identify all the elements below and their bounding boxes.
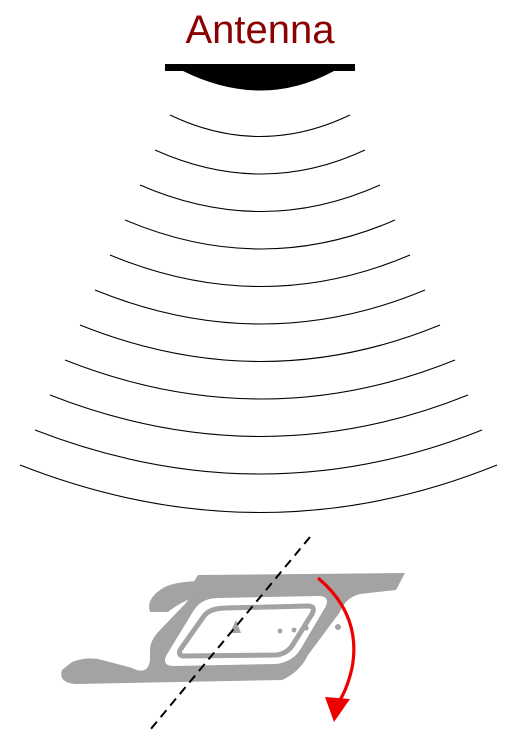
tag-dot-2 [292, 628, 297, 633]
antenna-dish [183, 71, 334, 91]
radio-wave-3 [140, 185, 380, 212]
tag-dot-3 [303, 625, 308, 630]
radio-wave-4 [125, 220, 395, 249]
antenna-mount [165, 64, 355, 71]
radio-wave-6 [95, 290, 425, 324]
radio-wave-8 [65, 360, 455, 399]
tag-dot-4 [318, 624, 322, 628]
radio-wave-7 [80, 325, 440, 362]
antenna-icon [165, 64, 355, 91]
tag-dot-5 [335, 624, 341, 630]
radio-wave-9 [50, 395, 468, 437]
radio-wave-5 [110, 255, 410, 287]
radio-wave-2 [155, 150, 365, 174]
radio-wave-11 [20, 465, 497, 513]
radio-waves [20, 115, 497, 513]
tag-dot-1 [278, 629, 283, 634]
rotation-arrow-head [325, 697, 350, 722]
radio-wave-1 [170, 115, 350, 137]
